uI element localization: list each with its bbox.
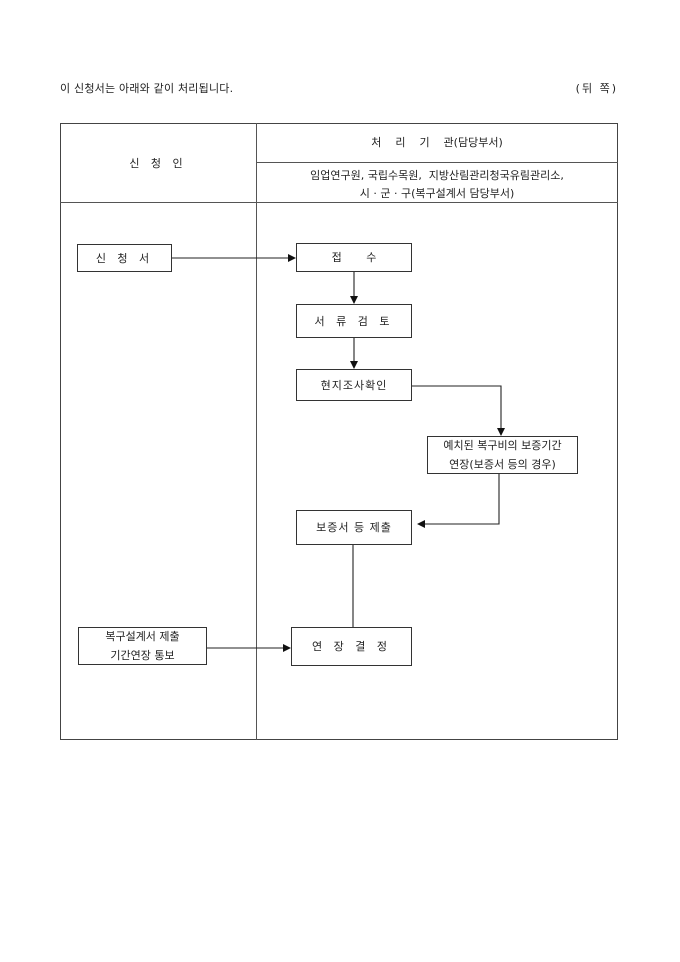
guarantee-submit-box: 보증서 등 제출 [296, 510, 412, 545]
document-review-box: 서 류 검 토 [296, 304, 412, 338]
extension-decision-box: 연 장 결 정 [291, 627, 412, 666]
site-check-box: 현지조사확인 [296, 369, 412, 401]
org-line-1: 임업연구원, 국립수목원, 지방산림관리청국유림관리소, [310, 169, 564, 182]
org-line-2: 시 · 군 · 구(복구설계서 담당부서) [359, 187, 515, 200]
notice-box: 복구설계서 제출 기간연장 통보 [78, 627, 207, 665]
extension-case-line-1: 예치된 복구비의 보증기간 [443, 439, 562, 452]
processing-org-header: 처 리 기 관(담당부서) [371, 136, 503, 149]
process-table [60, 123, 618, 740]
intro-text: 이 신청서는 아래와 같이 처리됩니다. [60, 82, 234, 95]
extension-case-line-2: 연장(보증서 등의 경우) [449, 458, 556, 471]
extension-case-box: 예치된 복구비의 보증기간 연장(보증서 등의 경우) [427, 436, 578, 474]
page-side-label: (뒤 쪽) [575, 82, 618, 95]
notice-line-2: 기간연장 통보 [110, 649, 175, 662]
subheader-divider [256, 162, 618, 163]
arrow-extension-case-to-guarantee [417, 474, 500, 528]
arrow-site-to-extension-case [412, 385, 505, 436]
receipt-box: 접 수 [296, 243, 412, 272]
column-divider [256, 123, 257, 740]
applicant-header: 신 청 인 [129, 157, 187, 170]
header-divider [60, 202, 618, 203]
notice-line-1: 복구설계서 제출 [105, 630, 180, 643]
application-box: 신 청 서 [77, 244, 172, 272]
